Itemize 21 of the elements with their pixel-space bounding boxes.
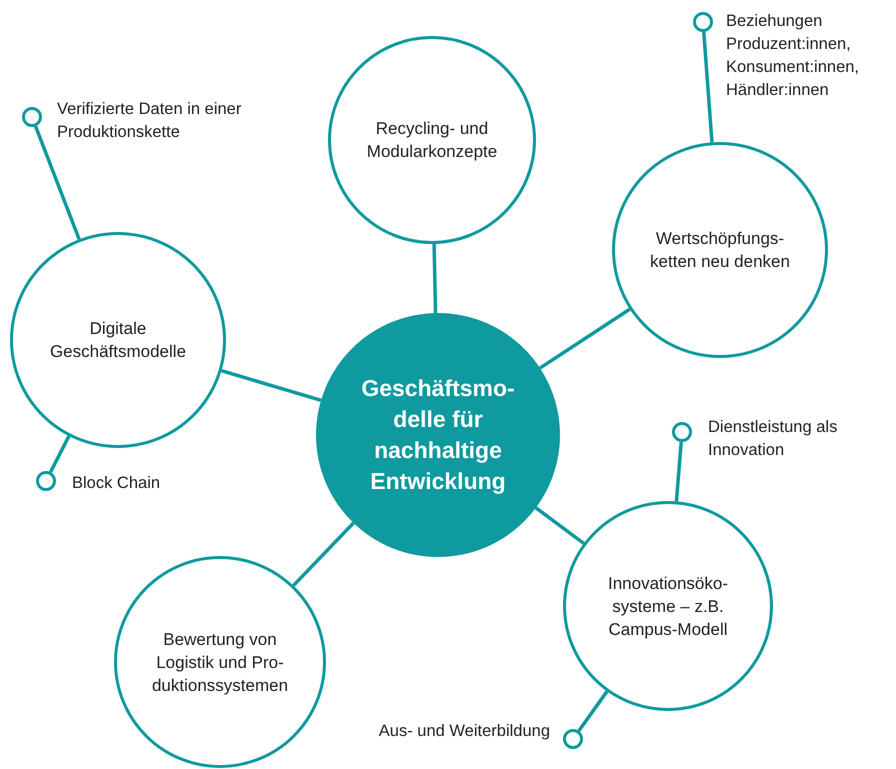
topic-text: Innovationsöko- systeme – z.B. Campus-Modell: [606, 572, 730, 640]
annotation-text: Aus- und Weiterbildung: [378, 721, 550, 742]
topic-text: Geschäftsmo- delle für nachhaltige Entwicklung: [360, 374, 516, 496]
connector-line: [34, 126, 81, 240]
connector-line: [432, 244, 438, 314]
connector-line: [702, 32, 714, 142]
topic-text: Bewertung von Logistik und Pro- duktionssystemen: [150, 628, 290, 696]
connector-line: [674, 442, 683, 502]
connector-line: [534, 506, 585, 545]
connector-line: [539, 308, 631, 370]
annotation-text: Beziehungen Produzent:innen, Konsument:innen, Händler:innen: [726, 11, 860, 101]
annotation-text: Block Chain: [72, 473, 162, 494]
connector-line: [48, 435, 70, 473]
annotation-text: Dienstleistung als Innovation: [708, 417, 838, 461]
topic-text: Wertschöpfungs- ketten neu denken: [649, 228, 791, 273]
topic-text: Digitale Geschäftsmodelle: [48, 318, 188, 363]
annotation-text: Verifizierte Daten in einer Produktionskette: [57, 99, 242, 143]
connector-line: [221, 369, 322, 402]
connector-line: [292, 522, 355, 587]
connector-line: [577, 690, 608, 732]
topic-text: Recycling- und Modularkonzepte: [366, 118, 498, 163]
